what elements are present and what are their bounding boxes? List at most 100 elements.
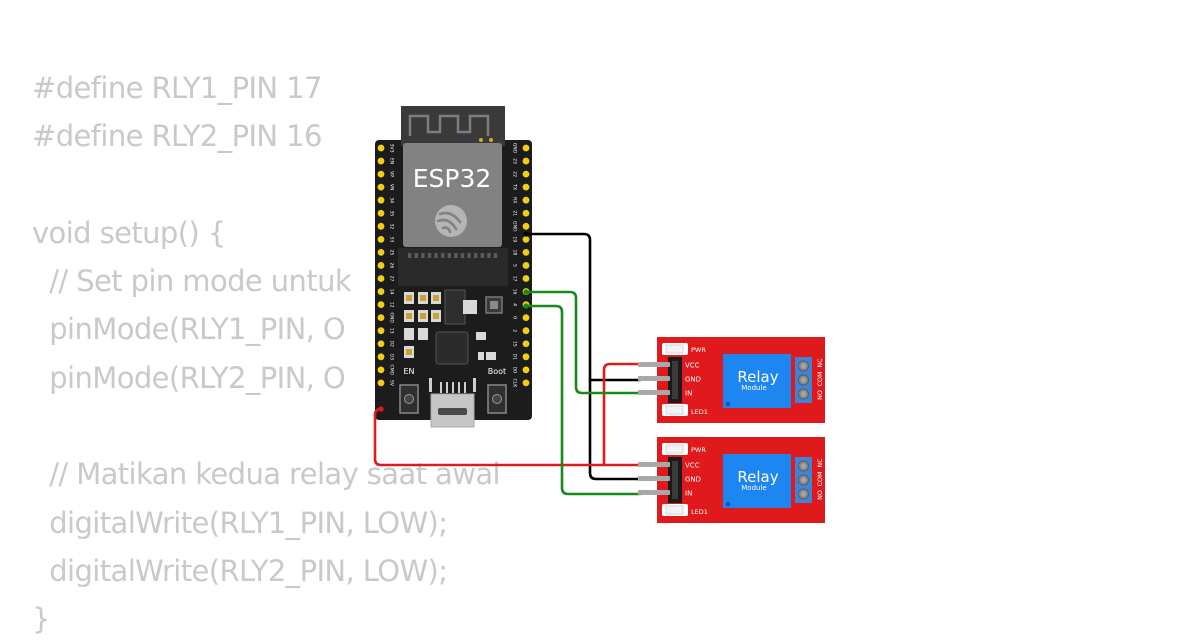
esp32-label: ESP32 <box>413 164 492 193</box>
wire-endpoint <box>523 303 529 309</box>
module-pad <box>447 253 451 258</box>
pin-pad[interactable] <box>522 275 530 282</box>
pin-label: 23 <box>512 158 518 164</box>
pin-pad[interactable] <box>522 170 530 178</box>
module-pad <box>414 253 418 258</box>
pin-pad[interactable] <box>377 301 385 308</box>
pin-pad[interactable] <box>522 183 530 191</box>
pin-label: 15 <box>512 341 518 347</box>
pin-pad[interactable] <box>522 353 530 361</box>
wire-signal-relay1 <box>524 290 642 395</box>
pin-pad[interactable] <box>522 327 530 335</box>
module-pad <box>434 253 438 258</box>
pin-label: 3V3 <box>389 144 395 153</box>
relay-pin[interactable] <box>638 390 670 395</box>
pin-pad[interactable] <box>377 288 385 295</box>
relay-title: Relay <box>737 368 778 386</box>
pin-pad[interactable] <box>522 157 530 165</box>
pin-label: 5V <box>389 380 395 387</box>
terminal-label: NC <box>817 358 824 368</box>
code-line: // Set pin mode untuk <box>32 264 352 299</box>
relay-coil <box>723 354 791 408</box>
pin-label: D0 <box>512 367 518 374</box>
relay-title: Relay <box>737 468 778 486</box>
pin-pad[interactable] <box>377 340 385 348</box>
pin-pad[interactable] <box>522 379 530 387</box>
pin-pad[interactable] <box>522 222 530 230</box>
wire-vcc-relay1 <box>602 362 642 467</box>
module-pad <box>454 253 458 258</box>
pin-pad[interactable] <box>522 209 530 217</box>
code-line: #define RLY2_PIN 16 <box>32 119 322 154</box>
esp32-shield <box>403 143 502 247</box>
pin-pad[interactable] <box>522 196 530 204</box>
pin-pad[interactable] <box>377 196 385 204</box>
pin-label: TX <box>512 183 518 190</box>
code-line: pinMode(RLY2_PIN, O <box>32 360 346 395</box>
relay-pin[interactable] <box>638 376 670 381</box>
en-button-label: EN <box>403 367 414 376</box>
pin-pad[interactable] <box>377 170 385 178</box>
pin-label: CLK <box>512 379 518 389</box>
status-led-label: LED1 <box>691 408 708 416</box>
status-led-lens <box>665 505 684 515</box>
pin-label: 12 <box>389 302 395 308</box>
pin-pad[interactable] <box>377 222 385 230</box>
pin-pad[interactable] <box>522 366 530 374</box>
pin-pad[interactable] <box>522 340 530 348</box>
pin-pad[interactable] <box>377 209 385 217</box>
relay-pin[interactable] <box>638 490 670 495</box>
pin-label: 19 <box>512 236 518 242</box>
pin-pad[interactable] <box>522 144 530 152</box>
wire-vcc-relay2 <box>373 407 642 467</box>
terminal-screw-head <box>801 363 806 369</box>
relay-coil <box>723 454 791 508</box>
pin-pad[interactable] <box>522 314 530 322</box>
espressif-logo-icon <box>435 205 467 237</box>
pin-pad[interactable] <box>377 353 385 361</box>
code-line: #define RLY1_PIN 17 <box>32 71 322 105</box>
pin-pad[interactable] <box>377 327 385 335</box>
esp32-board[interactable]: 3V3ENVPVN343532332526271412GND13D2D3CMD5… <box>375 106 532 428</box>
status-led-lens <box>665 405 684 415</box>
module-pad <box>487 253 491 258</box>
pin-pad[interactable] <box>377 379 385 387</box>
pin-pad[interactable] <box>522 235 530 243</box>
pin-pad[interactable] <box>377 183 385 191</box>
en-button-cap <box>404 394 414 404</box>
pin-label: VN <box>389 184 395 191</box>
module-pad <box>460 253 465 258</box>
circuit-diagram: 3V3ENVPVN343532332526271412GND13D2D3CMD5… <box>373 106 825 523</box>
wire-gnd-relay2 <box>524 232 642 481</box>
relay-pin[interactable] <box>638 476 670 481</box>
pin-pad[interactable] <box>522 262 530 269</box>
pin-pad[interactable] <box>522 249 530 256</box>
pin-label: 34 <box>389 197 395 203</box>
smd-components <box>404 289 503 360</box>
pin-pad[interactable] <box>377 275 385 282</box>
antenna-dot <box>489 138 493 142</box>
pin-pad[interactable] <box>377 366 385 374</box>
module-pad <box>408 253 412 258</box>
pin-label: D2 <box>389 341 395 348</box>
pin-label: 21 <box>512 210 518 216</box>
pin-pad[interactable] <box>377 249 385 256</box>
pin-label: 32 <box>389 223 395 229</box>
relay-subtitle: Module <box>741 384 766 392</box>
pin-pad[interactable] <box>377 235 385 243</box>
pin-pad[interactable] <box>377 157 385 165</box>
module-pad <box>480 253 484 258</box>
pin-pad[interactable] <box>377 262 385 269</box>
pin-label: GND <box>512 221 518 232</box>
relay-pin-label: GND <box>685 476 701 484</box>
pin-pad[interactable] <box>377 144 385 152</box>
relay-pin[interactable] <box>638 462 670 467</box>
relay-pin[interactable] <box>638 362 670 367</box>
wire-endpoint <box>523 289 529 295</box>
pin-pad[interactable] <box>377 314 385 322</box>
pin-label: 22 <box>512 171 518 177</box>
